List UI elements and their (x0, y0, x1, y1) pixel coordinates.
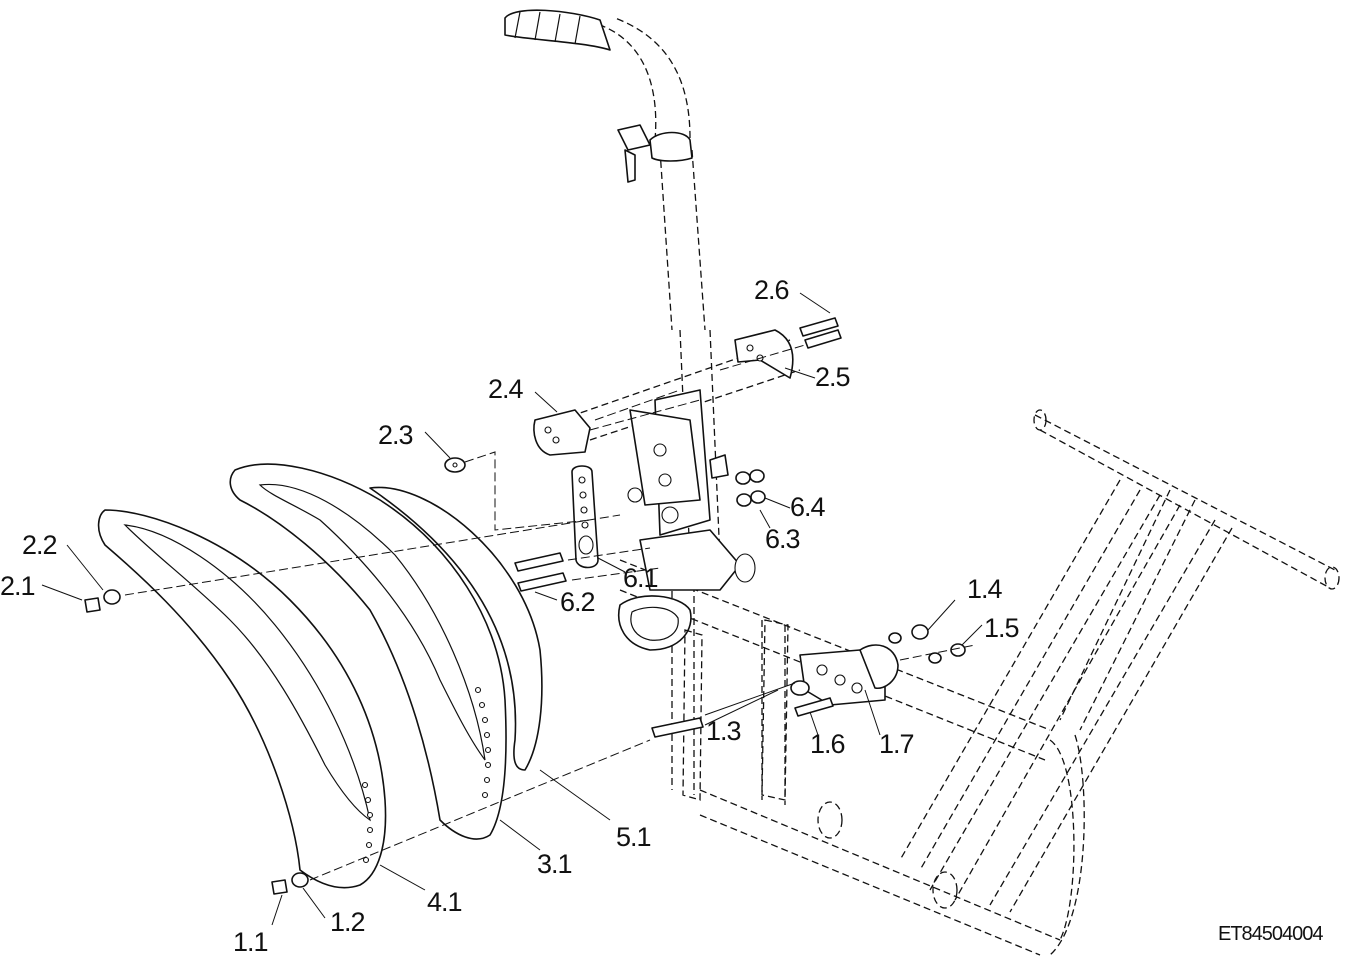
nuts-1-4-1-5 (888, 624, 966, 664)
side-guard-3-1 (229, 463, 507, 840)
callout-6-3: 6.3 (765, 524, 800, 554)
callout-1-7: 1.7 (879, 729, 914, 759)
screw-1-6 (794, 697, 834, 717)
screw-2-6 (799, 317, 842, 349)
screw-6-2 (514, 552, 567, 592)
callout-5-1: 5.1 (616, 822, 651, 852)
callout-6-4: 6.4 (790, 492, 826, 522)
callout-1-3: 1.3 (706, 716, 741, 746)
washer-1-3 (790, 680, 810, 696)
callout-2-6: 2.6 (754, 275, 789, 305)
push-handle-grip (504, 9, 693, 183)
callout-1-5: 1.5 (984, 613, 1019, 643)
clamp-2-4 (533, 409, 591, 456)
callout-6-1: 6.1 (623, 563, 658, 593)
callout-2-3: 2.3 (378, 420, 413, 450)
nuts-6-3-6-4 (735, 469, 766, 507)
callout-4-1: 4.1 (427, 887, 462, 917)
callout-3-1: 3.1 (537, 849, 572, 879)
screw-washer-1-1-1-2 (271, 872, 309, 895)
callout-1-6: 1.6 (810, 729, 845, 759)
screw-1-3-bolt (651, 717, 704, 738)
callout-2-5: 2.5 (815, 362, 850, 392)
callout-2-4: 2.4 (488, 374, 524, 404)
backrest-bracket-assembly (618, 389, 789, 801)
callout-1-1: 1.1 (233, 927, 268, 957)
plate-6-1 (571, 465, 599, 569)
callout-1-2: 1.2 (330, 907, 365, 937)
callout-labels: 1.1 1.2 1.3 1.4 1.5 1.6 1.7 2.1 2.2 2.3 … (0, 275, 1020, 957)
callout-1-4: 1.4 (967, 574, 1003, 604)
side-guard-5-1 (369, 486, 543, 771)
clamp-1-7 (799, 644, 899, 706)
callout-2-2: 2.2 (22, 530, 57, 560)
callout-6-2: 6.2 (560, 587, 595, 617)
assembly-axes (124, 344, 976, 881)
clamp-2-5 (734, 329, 794, 379)
screw-washer-2-1-2-2 (84, 589, 121, 613)
callout-2-1: 2.1 (0, 571, 35, 601)
drawing-number: ET84504004 (1218, 923, 1323, 945)
leader-lines (41, 292, 983, 926)
